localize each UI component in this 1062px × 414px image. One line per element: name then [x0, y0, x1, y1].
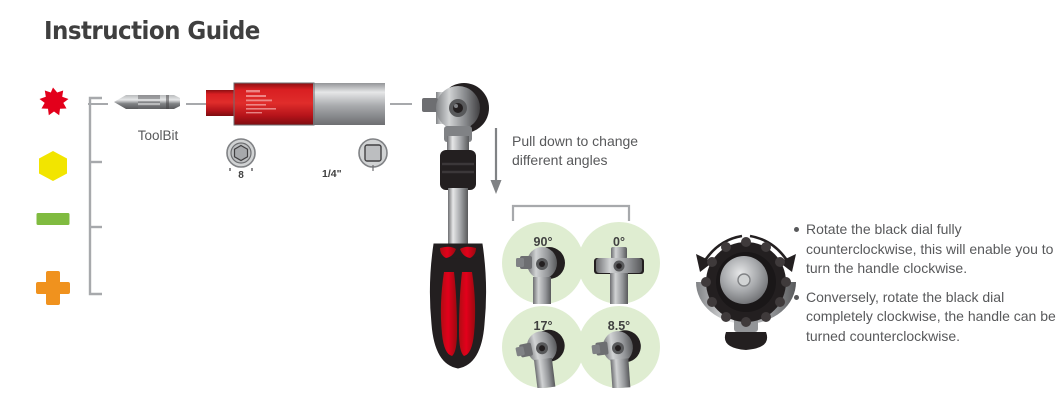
instructions-list: Rotate the black dial fully counterclock…	[794, 220, 1056, 355]
angle-head-illustration-90	[502, 244, 584, 304]
angle-option-8-5[interactable]: 8.5°	[578, 306, 660, 388]
ratchet-screwdriver-illustration	[414, 76, 504, 407]
page-title: Instruction Guide	[44, 16, 260, 45]
hex-socket-detail	[214, 138, 268, 177]
toolbit-label: ToolBit	[137, 128, 179, 143]
angle-option-0[interactable]: 0°	[578, 222, 660, 304]
hex-socket-size-label: 8	[238, 170, 244, 181]
instruction-text: Conversely, rotate the black dial comple…	[806, 288, 1056, 344]
angle-option-90[interactable]: 90°	[502, 222, 584, 304]
angle-label: 90°	[533, 235, 553, 249]
angle-head-illustration-8-5	[578, 328, 660, 388]
black-dial-illustration	[690, 220, 802, 357]
square-drive-detail	[350, 138, 396, 177]
angle-head-illustration-17	[502, 328, 584, 388]
hex-bit-icon	[38, 150, 68, 187]
angle-group-bracket	[511, 203, 631, 228]
torx-star-bit-icon	[36, 86, 70, 125]
instruction-text: Rotate the black dial fully counterclock…	[806, 221, 1054, 276]
bullet-dot-icon	[794, 227, 799, 232]
tool-body-illustration	[206, 82, 386, 131]
instruction-bullet-1: Rotate the black dial fully counterclock…	[794, 220, 1056, 279]
angle-label: 8.5°	[607, 319, 631, 333]
angle-option-17[interactable]: 17°	[502, 306, 584, 388]
toolbit-illustration	[112, 88, 184, 121]
connector-dash-left	[88, 103, 108, 105]
phillips-cross-bit-icon	[36, 270, 70, 311]
instruction-bullet-2: Conversely, rotate the black dial comple…	[794, 288, 1056, 347]
angle-head-illustration-0	[578, 244, 660, 304]
bit-group-bracket	[76, 96, 106, 301]
slotted-flat-bit-icon	[36, 212, 70, 231]
pull-down-caption: Pull down to change different angles	[512, 133, 639, 168]
connector-dash-right	[390, 103, 412, 105]
angle-label: 0°	[613, 235, 625, 249]
pull-down-arrow-icon	[489, 128, 503, 201]
angle-label: 17°	[533, 319, 553, 333]
bullet-dot-icon	[794, 294, 799, 300]
connector-dash-middle	[186, 103, 206, 105]
square-drive-size-label: 1/4"	[322, 168, 342, 180]
